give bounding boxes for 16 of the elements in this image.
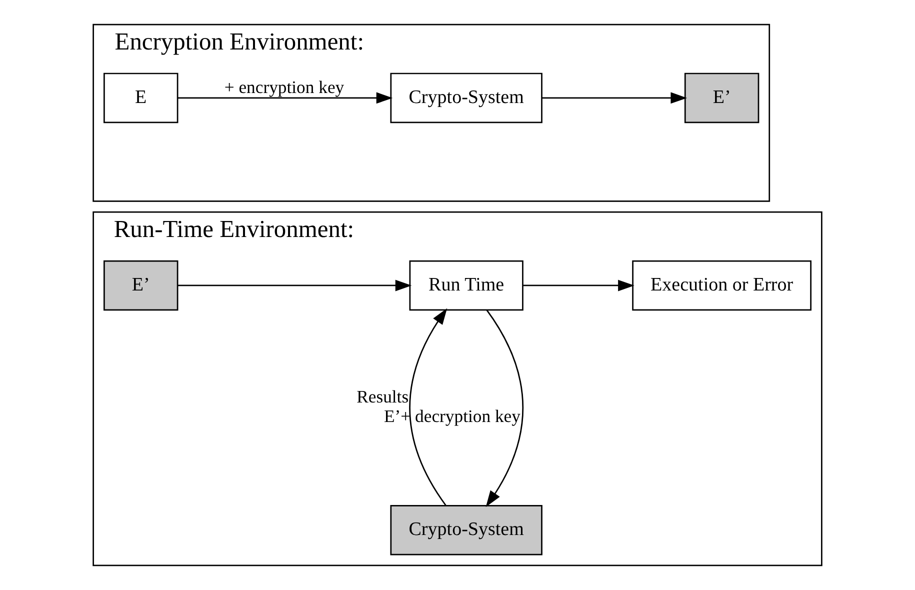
arrow xyxy=(178,280,412,292)
arrow xyxy=(178,92,393,104)
node-box: Execution or Error xyxy=(632,260,812,311)
edge-label: E’+ decryption key xyxy=(384,406,520,426)
node-box: Crypto-System xyxy=(390,504,542,556)
arrow xyxy=(486,310,524,507)
edge-label: + encryption key xyxy=(224,77,344,98)
node-box: Crypto-System xyxy=(390,72,542,124)
node-box: E xyxy=(104,72,178,124)
edge-label: Results xyxy=(356,386,409,407)
arrow xyxy=(542,92,688,104)
arrow xyxy=(523,280,634,292)
node-box: E’ xyxy=(684,72,760,124)
arrow xyxy=(409,308,448,506)
node-box: E’ xyxy=(104,260,178,311)
node-box: Run Time xyxy=(409,260,524,311)
